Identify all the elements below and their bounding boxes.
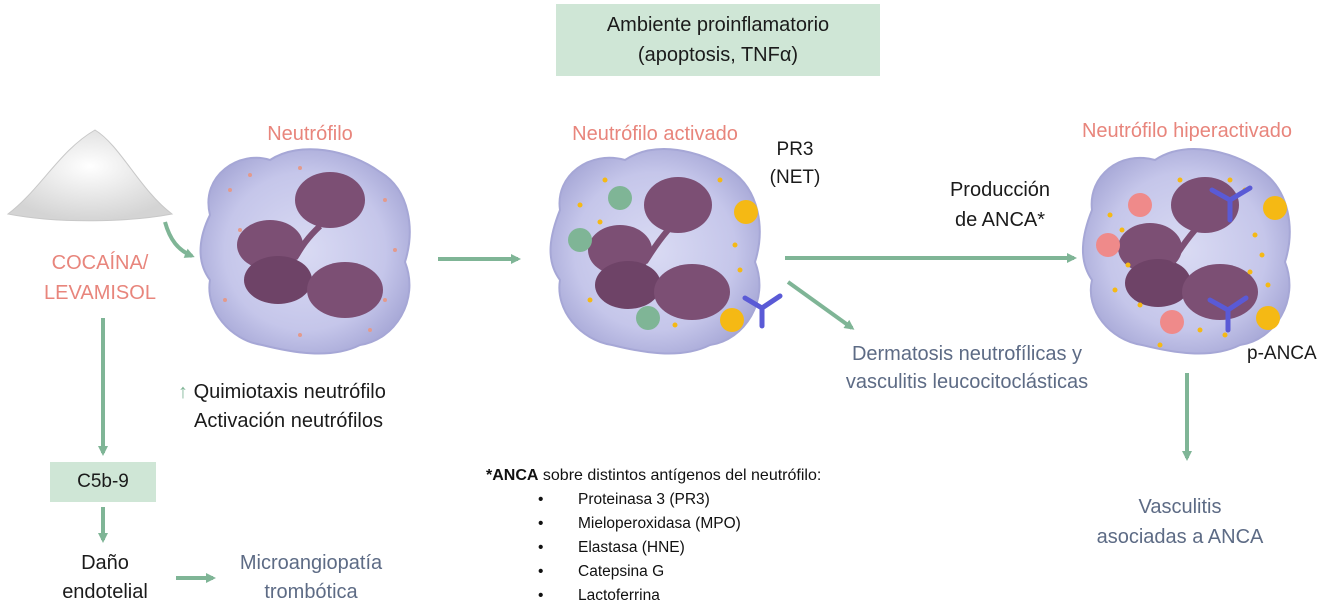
vasculitis-line2: asociadas a ANCA bbox=[1096, 526, 1264, 548]
antigen-item: Lactoferrina bbox=[538, 584, 906, 608]
antigen-item: Mieloperoxidasa (MPO) bbox=[538, 512, 906, 536]
dermatosis-label: Dermatosis neutrofílicas y vasculitis le… bbox=[812, 340, 1122, 396]
vasculitis-line1: Vasculitis bbox=[1138, 496, 1222, 518]
antigen-item: Proteinasa 3 (PR3) bbox=[538, 488, 906, 512]
quimiotaxis-label: ↑ Quimiotaxis neutrófilo bbox=[178, 377, 386, 407]
arrow-activated-to-dermatosis bbox=[786, 280, 855, 330]
pr3-line1: PR3 bbox=[776, 139, 814, 160]
neutrophil-cell-hyperactivated bbox=[1081, 148, 1291, 355]
anca-note: *ANCA sobre distintos antígenos del neut… bbox=[486, 464, 906, 608]
micro-line1: Microangiopatía bbox=[239, 552, 383, 574]
cocaine-label-line1: COCAÍNA/ bbox=[51, 252, 149, 274]
neutrophil-cell-activated bbox=[549, 148, 783, 355]
dano-endotelial-label: Daño endotelial bbox=[40, 549, 170, 607]
cocaine-label-line2: LEVAMISOL bbox=[44, 282, 156, 304]
microangiopatia-label: Microangiopatía trombótica bbox=[226, 549, 396, 607]
dano-line2: endotelial bbox=[62, 581, 148, 603]
dermatosis-line2: vasculitis leucocitoclásticas bbox=[845, 371, 1089, 393]
powder-pile-image bbox=[6, 129, 174, 222]
p-anca-label: p-ANCA bbox=[1247, 343, 1317, 364]
title-neutrofilo-hiperactivado: Neutrófilo hiperactivado bbox=[1081, 120, 1293, 142]
anca-note-text: sobre distintos antígenos del neutrófilo… bbox=[538, 467, 822, 484]
dermatosis-line1: Dermatosis neutrofílicas y bbox=[851, 343, 1083, 365]
anca-note-header: *ANCA sobre distintos antígenos del neut… bbox=[486, 464, 906, 488]
title-neutrofilo-activado: Neutrófilo activado bbox=[572, 123, 738, 145]
quimiotaxis-text: Quimiotaxis neutrófilo bbox=[193, 381, 386, 403]
c5b9-box: C5b-9 bbox=[50, 462, 156, 502]
produccion-line1: Producción bbox=[949, 179, 1051, 201]
anca-note-prefix: *ANCA bbox=[486, 467, 539, 484]
title-neutrofilo: Neutrófilo bbox=[267, 123, 353, 145]
activacion-label: Activación neutrófilos bbox=[194, 410, 383, 432]
pr3-line2: (NET) bbox=[769, 167, 821, 188]
environment-box: Ambiente proinflamatorio (apoptosis, TNF… bbox=[556, 4, 880, 76]
pr3-label: PR3 (NET) bbox=[760, 136, 830, 192]
dano-line1: Daño bbox=[81, 552, 129, 574]
produccion-anca-label: Producción de ANCA* bbox=[920, 175, 1080, 235]
cocaine-label: COCAÍNA/ LEVAMISOL bbox=[10, 248, 190, 308]
up-arrow-icon: ↑ bbox=[178, 381, 188, 403]
neutrophil-cell-resting bbox=[199, 148, 411, 355]
vasculitis-anca-label: Vasculitis asociadas a ANCA bbox=[1075, 492, 1285, 552]
environment-line1: Ambiente proinflamatorio bbox=[606, 14, 830, 36]
environment-line2: (apoptosis, TNFα) bbox=[637, 44, 799, 66]
antigen-list: Proteinasa 3 (PR3) Mieloperoxidasa (MPO)… bbox=[538, 488, 906, 608]
antigen-item: Catepsina G bbox=[538, 560, 906, 584]
micro-line2: trombótica bbox=[264, 581, 358, 603]
produccion-line2: de ANCA* bbox=[954, 209, 1046, 231]
arrow-cocaine-to-neutrophil bbox=[163, 221, 195, 258]
antigen-item: Elastasa (HNE) bbox=[538, 536, 906, 560]
